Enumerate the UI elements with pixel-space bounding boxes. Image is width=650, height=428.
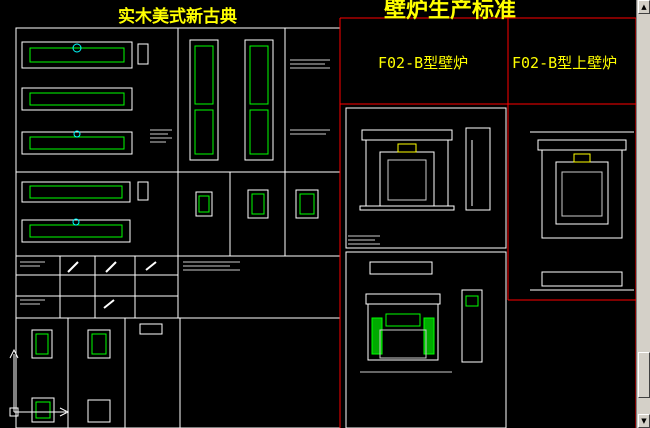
left-sheet [15,27,341,428]
ucs-axis-icon [9,348,70,417]
bottom-panels [31,323,163,423]
scroll-thumb[interactable] [638,352,650,398]
label-upper-fireplace-f02b: F02-B型上壁炉 [512,54,618,72]
sheet-title: 实木美式新古典 [118,7,237,27]
label-fireplace-f02b: F02-B型壁炉 [378,54,469,72]
scroll-down-button[interactable]: ▼ [638,414,650,428]
mantel-drawings-middle [21,181,319,243]
sheet-heading-partial: 壁炉生产标准 [384,0,517,23]
fireplace-front-view [359,127,491,211]
vertical-scrollbar[interactable]: ▲ ▼ [636,0,650,428]
profile-sketches [67,261,157,309]
cad-drawing-canvas [9,17,636,428]
scroll-up-button[interactable]: ▲ [638,0,650,14]
fireplace-detail-view [360,261,483,373]
right-sheet [339,17,636,428]
note-lines [20,59,380,305]
mantel-drawings-top [21,41,149,155]
tall-columns [189,39,274,161]
upper-fireplace-view [530,131,634,291]
